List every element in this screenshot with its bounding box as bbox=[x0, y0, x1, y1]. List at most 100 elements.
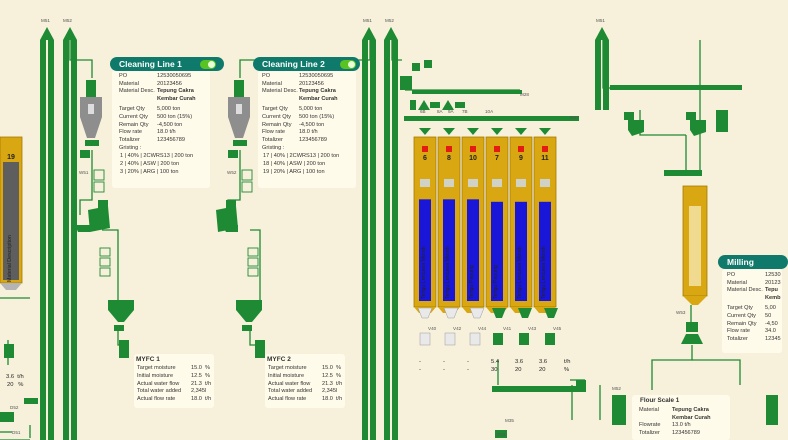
tag-9a: 9A bbox=[448, 109, 454, 114]
field-value: 50 bbox=[765, 313, 772, 319]
flow-unit-rate: t/h bbox=[564, 359, 571, 365]
myfc-row-value: 15.0 bbox=[191, 365, 202, 371]
myfc-row-unit: t/h bbox=[205, 396, 212, 403]
silo-fill-level bbox=[491, 201, 503, 301]
tag-m28: M28 bbox=[520, 92, 529, 97]
field-value: 20123456 bbox=[299, 80, 324, 87]
field-value: Tepung Cakra bbox=[299, 88, 336, 95]
silo-number: 7 bbox=[495, 155, 499, 162]
cleaning-line-2-toggle[interactable] bbox=[340, 60, 356, 69]
field-value: -4,500 ton bbox=[157, 121, 183, 128]
myfc-row-label: Initial moisture bbox=[137, 372, 174, 379]
field-value: 13.0 t/h bbox=[672, 422, 691, 429]
field-value: 12530050695 bbox=[157, 73, 192, 79]
myfc-2-title: MYFC 2 bbox=[267, 356, 291, 363]
myfc-row-value: 2,345 bbox=[191, 388, 205, 395]
tag-10a: 10A bbox=[485, 109, 494, 114]
field-value: 20123456 bbox=[157, 80, 182, 87]
field-value: Kembar Curah bbox=[157, 95, 196, 102]
flour-scale-1-title: Flour Scale 1 bbox=[640, 397, 680, 404]
silo-fill-level bbox=[515, 201, 527, 301]
silo-number: 6 bbox=[423, 155, 427, 162]
field-value: 123456789 bbox=[672, 429, 700, 436]
cleaning-line-1-toggle[interactable] bbox=[200, 60, 216, 69]
tag-v44: V44 bbox=[478, 326, 487, 331]
field-label: Totalizer bbox=[262, 136, 283, 143]
myfc-row-unit: % bbox=[205, 365, 210, 371]
field-label: Flowrate bbox=[639, 422, 661, 429]
tag-v41: V41 bbox=[503, 326, 512, 331]
tag-m52-c: M52 bbox=[612, 386, 621, 391]
tag-m35: M35 bbox=[505, 418, 514, 423]
myfc-row-label: Initial moisture bbox=[268, 372, 305, 379]
field-label: Flow rate bbox=[119, 129, 143, 136]
field-label: Flow rate bbox=[262, 129, 286, 136]
gristing-row: 19 | 20% | ARG | 100 ton bbox=[263, 169, 325, 176]
tag-w52: W52 bbox=[227, 170, 237, 175]
myfc-row-unit: % bbox=[336, 372, 341, 379]
silo-number: 9 bbox=[519, 155, 523, 162]
tag-7b: 7B bbox=[462, 109, 468, 114]
silo-number: 8 bbox=[447, 155, 451, 162]
flour-scale-1-panel bbox=[632, 395, 730, 440]
tag-d51: D51 bbox=[12, 430, 21, 435]
gristing-row: 18 | 40% | ASW | 200 ton bbox=[263, 161, 326, 168]
tag-d52: D52 bbox=[10, 405, 19, 410]
field-value: 12345 bbox=[765, 335, 781, 342]
field-label: Material bbox=[639, 407, 659, 413]
field-value: 5,000 ton bbox=[157, 106, 181, 113]
field-value: Kemb bbox=[765, 294, 781, 301]
myfc-row-unit: l bbox=[336, 388, 338, 395]
field-label: Totalizer bbox=[119, 136, 140, 143]
flow-unit-pct: % bbox=[564, 367, 570, 373]
cleaning-line-1-header[interactable]: Cleaning Line 1 bbox=[110, 57, 224, 71]
field-label: Target Qty bbox=[119, 106, 145, 113]
silo-fill-level bbox=[443, 199, 455, 301]
field-value: 34.0 bbox=[765, 328, 776, 335]
myfc-row-unit: % bbox=[205, 372, 210, 379]
silo-flow-pct: 20 bbox=[539, 367, 546, 373]
myfc-row-unit: % bbox=[336, 365, 341, 371]
silo-flow-rate: - bbox=[419, 359, 421, 365]
field-label: Material Desc. bbox=[727, 287, 763, 294]
field-value: Tepu bbox=[765, 287, 778, 294]
field-value: 18.0 t/h bbox=[299, 129, 318, 136]
silo-high-level-indicator bbox=[446, 146, 452, 152]
silo-description: Terigu Payung bbox=[493, 265, 499, 299]
myfc-row-unit: l bbox=[205, 388, 207, 395]
cleaning-line-2-header[interactable]: Cleaning Line 2 bbox=[253, 57, 360, 71]
field-label: Material bbox=[119, 80, 139, 87]
myfc-row-value: 21.3 bbox=[322, 380, 333, 387]
silo-19-number: 19 bbox=[7, 154, 15, 161]
myfc-row-unit: t/h bbox=[336, 380, 343, 387]
milling-header[interactable]: Milling bbox=[718, 255, 788, 269]
myfc-row-label: Target moisture bbox=[268, 365, 307, 371]
gristing-label: Gristing : bbox=[119, 145, 142, 152]
silo-fill-level bbox=[539, 201, 551, 301]
silo-level-sensor-icon bbox=[540, 179, 550, 187]
silo-level-sensor-icon bbox=[444, 179, 454, 187]
myfc-row-value: 21.3 bbox=[191, 380, 202, 387]
tag-8a: 8A bbox=[437, 109, 443, 114]
field-value: 123456789 bbox=[157, 136, 185, 143]
silo-level-sensor-icon bbox=[516, 179, 526, 187]
field-label: PO bbox=[119, 73, 128, 79]
field-label: Target Qty bbox=[262, 106, 288, 113]
field-label: Remain Qty bbox=[119, 121, 149, 128]
silo-fill-level bbox=[467, 199, 479, 301]
silo-high-level-indicator bbox=[494, 146, 500, 152]
field-value: Kembar Curah bbox=[299, 95, 338, 102]
silo-level-sensor-icon bbox=[468, 179, 478, 187]
silo-description: Terigu Lencana Merah bbox=[445, 246, 451, 299]
tag-m52-b: M52 bbox=[385, 18, 394, 23]
field-value: 20123 bbox=[765, 279, 781, 286]
field-value: 12530050695 bbox=[299, 73, 334, 79]
left-flow-rate: 3.6 t/h bbox=[6, 374, 24, 380]
silo-description: Terigu Lencana Merah bbox=[517, 246, 523, 299]
field-label: Totalizer bbox=[639, 429, 660, 436]
myfc-1-panel bbox=[134, 354, 214, 408]
field-value: -4,500 ton bbox=[299, 121, 325, 128]
cleaning-line-1-panel bbox=[112, 70, 210, 188]
silo-flow-rate: - bbox=[467, 359, 469, 365]
